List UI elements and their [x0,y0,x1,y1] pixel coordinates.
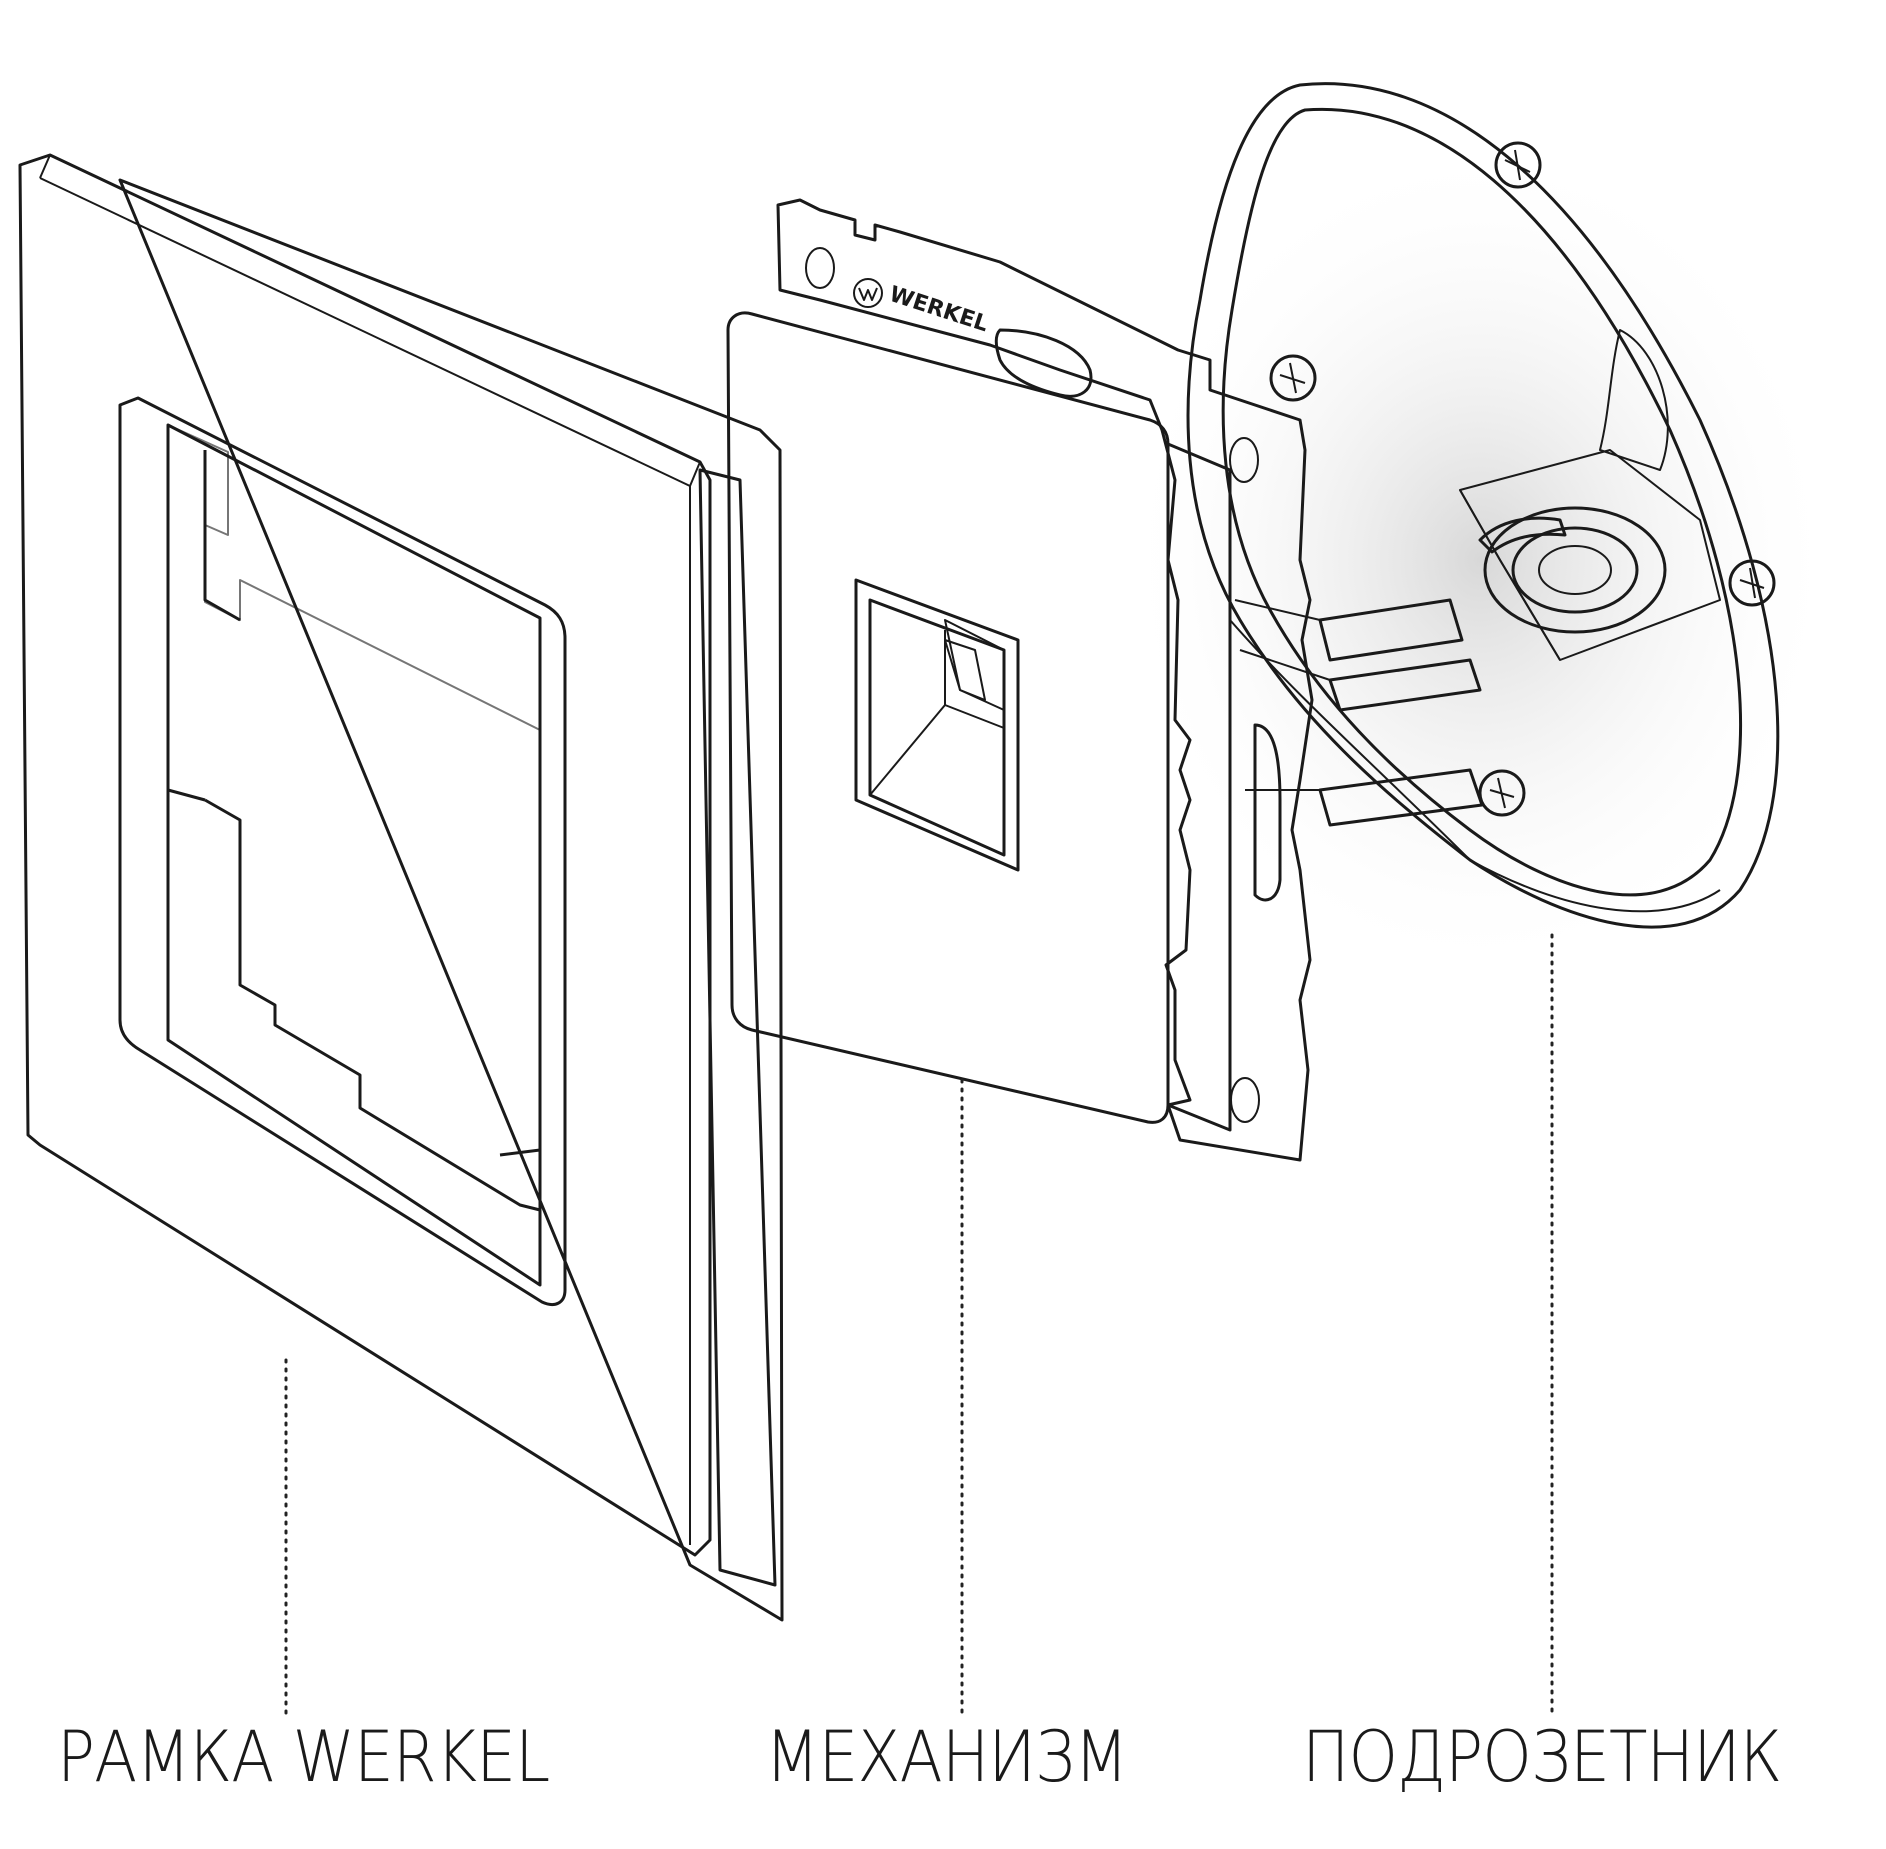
wall-shadow [1120,140,1840,980]
screw-right [1728,559,1776,607]
wires [1229,598,1484,861]
mechanism-label: МЕХАНИЗМ [765,1716,1128,1798]
screw-top [1494,141,1542,189]
logo-wordmark: WERKEL [886,282,991,337]
screw-bottom [1478,769,1526,817]
screw-left [1269,354,1317,402]
back-box-label: ПОДРОЗЕТНИК [1302,1716,1782,1798]
cable-coil [1478,506,1667,634]
rj45-port [854,578,1020,872]
frame [18,153,784,1622]
frame-label: РАМКА WERKEL [57,1716,550,1798]
back-box [1120,82,1840,980]
